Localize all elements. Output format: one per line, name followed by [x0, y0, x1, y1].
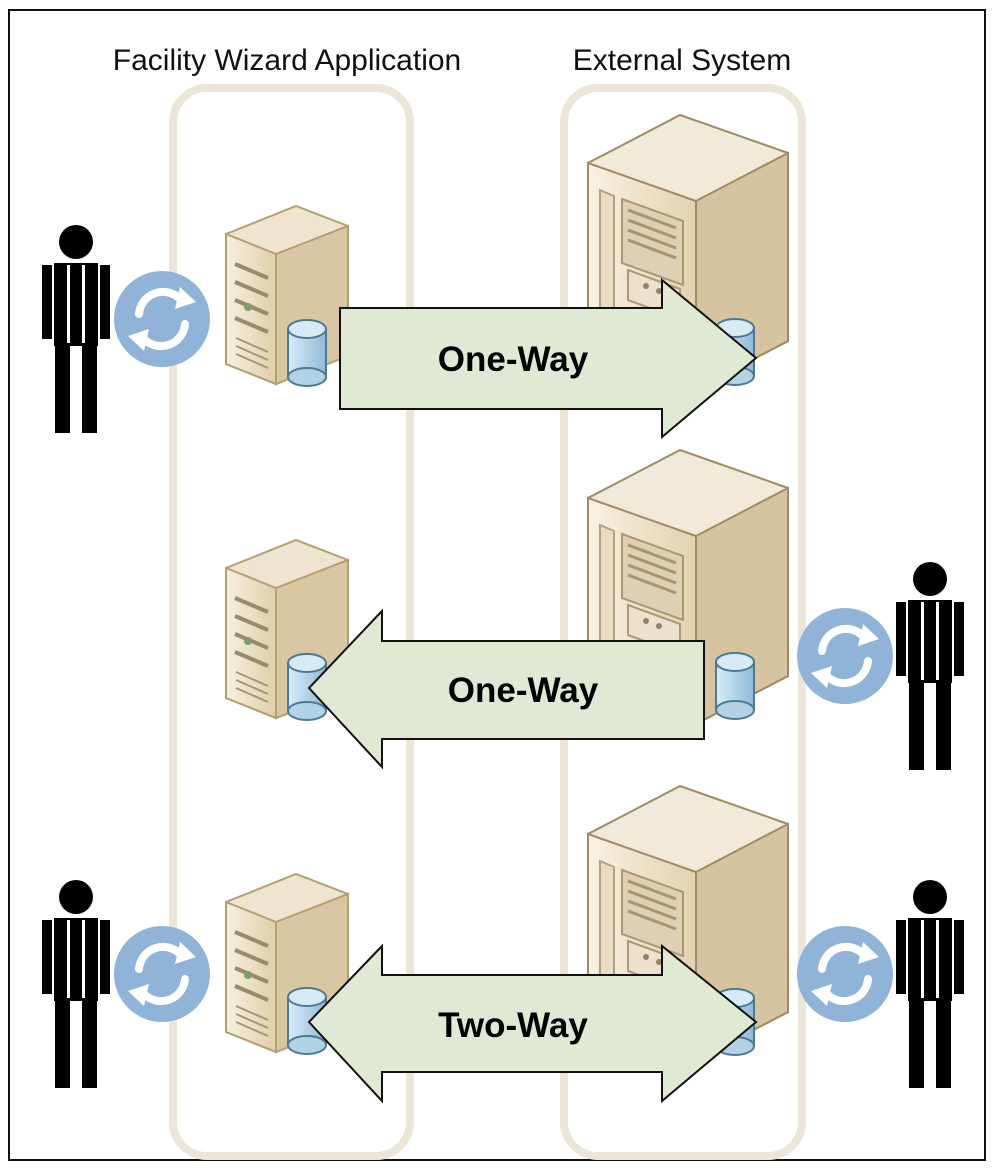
facility-wizard-application-title: Facility Wizard Application	[113, 44, 461, 77]
sync-icon-middle-right	[797, 608, 893, 704]
facility-wizard-database-icon-top	[287, 319, 327, 387]
sync-icon-top-left	[114, 271, 210, 367]
one-way-arrow-right	[339, 277, 758, 440]
two-way-arrow-label: Two-Way	[438, 1006, 588, 1045]
external-system-column-outline	[560, 84, 806, 1160]
one-way-arrow-left	[307, 608, 705, 770]
facility-wizard-column-outline	[169, 84, 414, 1160]
one-way-arrow-right-label: One-Way	[438, 340, 589, 379]
external-system-database-icon-middle	[715, 652, 755, 720]
sync-icon-bottom-left	[114, 926, 210, 1022]
sync-icon-bottom-right	[797, 926, 893, 1022]
external-system-title: External System	[573, 44, 791, 77]
two-way-arrow	[307, 943, 758, 1104]
one-way-arrow-left-label: One-Way	[448, 671, 599, 710]
